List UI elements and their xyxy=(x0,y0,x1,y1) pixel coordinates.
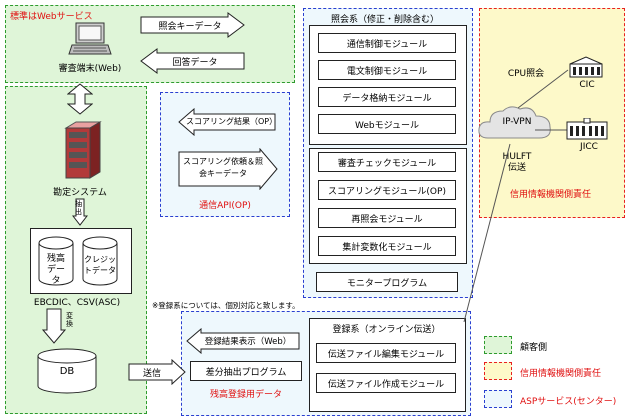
extract-arrow xyxy=(72,198,88,226)
module-label: 集計変数化モジュール xyxy=(342,242,432,253)
accounting-label: 勘定システム xyxy=(53,188,107,198)
diff-extract-label: 差分抽出プログラム xyxy=(205,367,287,378)
module-label: 審査チェックモジュール xyxy=(337,158,437,169)
module-label: スコアリングモジュール(OP) xyxy=(328,186,446,197)
server-icon xyxy=(64,121,102,179)
balance-data-cylinder xyxy=(38,236,74,286)
diff-extract-program: 差分抽出プログラム xyxy=(190,361,302,381)
inquiry-system-title: 照会系（修正・削除含む） xyxy=(330,15,439,25)
legend-swatch-asp xyxy=(484,390,512,408)
registration-system-title: 登録系（オンライン伝送） xyxy=(332,325,441,335)
module-box: データ格納モジュール xyxy=(318,87,456,107)
send-arrow xyxy=(128,359,186,385)
vertical-double-arrow xyxy=(67,83,93,115)
registration-display-arrow xyxy=(186,328,300,354)
ip-vpn-label: IP-VPN xyxy=(502,117,532,127)
module-box: Webモジュール xyxy=(318,114,456,134)
cic-building-icon xyxy=(569,56,603,78)
module-box: 通信制御モジュール xyxy=(318,33,456,53)
cic-label: CIC xyxy=(579,80,595,90)
module-box: 伝送ファイル編集モジュール xyxy=(316,343,456,363)
legend-label-asp: ASPサービス(センター) xyxy=(520,397,617,407)
monitor-program: モニタープログラム xyxy=(316,272,458,292)
module-box: 伝送ファイル作成モジュール xyxy=(316,373,456,393)
legend-label-credit: 信用情報機関側責任 xyxy=(520,369,602,379)
db-cylinder xyxy=(37,348,97,394)
credit-data-cylinder xyxy=(82,236,118,286)
inquiry-key-label: 照会キーデータ xyxy=(158,22,222,32)
extract-label: 抽出 xyxy=(75,200,82,216)
send-label: 送信 xyxy=(142,369,161,379)
module-label: Webモジュール xyxy=(355,120,419,131)
response-arrow xyxy=(140,48,245,74)
module-label: 電文制御モジュール xyxy=(346,66,428,77)
transform-label: 変換 xyxy=(66,312,73,328)
module-box: 審査チェックモジュール xyxy=(318,152,456,172)
response-label: 回答データ xyxy=(172,58,218,68)
module-label: 伝送ファイル作成モジュール xyxy=(327,379,445,390)
jicc-label: JICC xyxy=(580,142,598,152)
ip-vpn-cloud xyxy=(478,106,551,139)
network-lines xyxy=(463,69,569,323)
module-box: スコアリングモジュール(OP) xyxy=(318,180,456,200)
module-box: 集計変数化モジュール xyxy=(318,236,456,256)
scoring-result-label: スコアリング結果（OP） xyxy=(186,117,278,126)
module-box: 電文制御モジュール xyxy=(318,60,456,80)
legend-label-customer: 顧客側 xyxy=(520,343,548,353)
module-box: 再照会モジュール xyxy=(318,208,456,228)
transform-arrow xyxy=(42,308,66,344)
legend-swatch-credit xyxy=(484,362,512,380)
cpu-inquiry-label: CPU照会 xyxy=(507,69,545,79)
terminal-label: 審査端末(Web) xyxy=(58,64,122,74)
db-label: DB xyxy=(59,366,75,377)
customer-top-label: 標準はWebサービス xyxy=(10,12,93,22)
module-label: 再照会モジュール xyxy=(351,214,423,225)
module-label: 通信制御モジュール xyxy=(346,39,428,50)
credit-data-label: クレジットデータ xyxy=(84,255,116,275)
scoring-request-arrow xyxy=(178,148,278,190)
scoring-request-label: スコアリング依頼＆照会キーデータ xyxy=(183,157,263,178)
terminal-icon xyxy=(68,22,112,55)
balance-data-label: 残高データ xyxy=(46,254,65,286)
format-label: EBCDIC、CSV(ASC) xyxy=(33,298,121,308)
balance-registration-label: 残高登録用データ xyxy=(209,390,282,400)
inquiry-key-arrow xyxy=(140,12,245,38)
module-label: 伝送ファイル編集モジュール xyxy=(327,349,445,360)
jicc-building-icon xyxy=(566,118,608,140)
comm-api-label: 通信API(OP) xyxy=(199,201,251,211)
registration-display-label: 登録結果表示（Web） xyxy=(204,337,292,347)
monitor-program-label: モニタープログラム xyxy=(346,278,428,289)
registration-system-box xyxy=(309,318,466,412)
legend-swatch-customer xyxy=(484,336,512,354)
module-label: データ格納モジュール xyxy=(342,93,432,104)
hulft-label: HULFT伝送 xyxy=(502,152,532,173)
scoring-result-arrow xyxy=(178,108,276,136)
registration-note: ※登録系については、個別対応と致します。 xyxy=(152,301,300,310)
credit-agency-label: 信用情報機関側責任 xyxy=(510,190,592,200)
